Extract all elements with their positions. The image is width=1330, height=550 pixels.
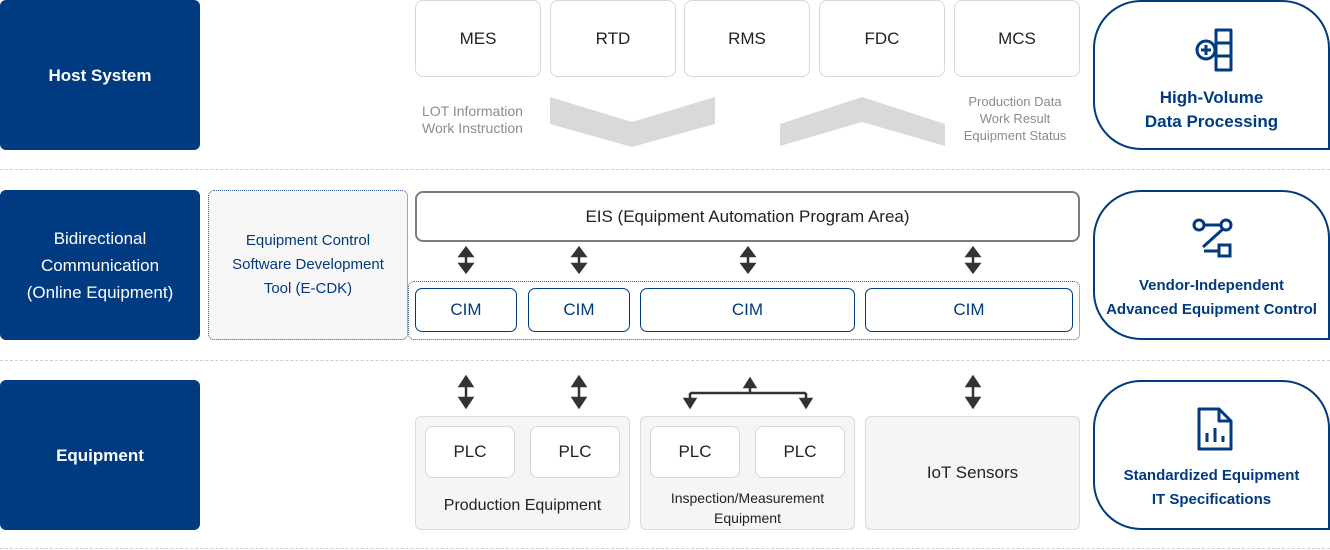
host-system-mes: MES	[415, 0, 541, 77]
bidirectional-arrow	[457, 245, 475, 275]
layer-host-label: Host System	[48, 65, 152, 85]
host-system-label: FDC	[864, 28, 900, 48]
ecdk-tool-box: Equipment Control Software Development T…	[208, 190, 408, 340]
inspection-equipment-label: Inspection/Measurement Equipment	[670, 490, 825, 526]
eis-program-area: EIS (Equipment Automation Program Area)	[415, 191, 1080, 242]
host-system-rtd: RTD	[550, 0, 676, 77]
cim-box: CIM	[528, 288, 630, 332]
cim-label: CIM	[563, 300, 595, 319]
plc-box: PLC	[530, 426, 620, 478]
host-system-fdc: FDC	[819, 0, 945, 77]
downstream-flow-label: LOT Information Work Instruction	[422, 103, 523, 136]
bidirectional-arrow	[964, 374, 982, 410]
host-system-rms: RMS	[684, 0, 810, 77]
plc-label: PLC	[558, 442, 592, 461]
layer-divider	[0, 360, 1330, 361]
data-processing-icon	[1195, 28, 1233, 72]
feature-standardized-specs: Standardized Equipment IT Specifications	[1093, 380, 1330, 530]
plc-box: PLC	[425, 426, 515, 478]
host-system-label: RTD	[595, 28, 631, 48]
ecdk-tool-label: Equipment Control Software Development T…	[232, 232, 384, 297]
feature-label: Standardized Equipment IT Specifications	[1123, 467, 1300, 508]
bidirectional-arrow	[457, 374, 475, 410]
plc-box: PLC	[755, 426, 845, 478]
iot-sensors-label: IoT Sensors	[926, 463, 1019, 482]
layer-bidirectional: Bidirectional Communication (Online Equi…	[0, 190, 200, 340]
layer-bidirectional-label: Bidirectional Communication (Online Equi…	[26, 228, 174, 302]
feature-label: Vendor-Independent Advanced Equipment Co…	[1106, 277, 1317, 318]
branch-arrow	[682, 376, 814, 410]
bidirectional-arrow	[964, 245, 982, 275]
cim-label: CIM	[731, 300, 764, 319]
host-system-label: MCS	[998, 28, 1036, 48]
plc-label: PLC	[453, 442, 487, 461]
layer-divider	[0, 169, 1330, 170]
eis-label: EIS (Equipment Automation Program Area)	[585, 206, 910, 226]
cim-label: CIM	[450, 300, 482, 319]
downstream-chevron	[550, 97, 715, 147]
host-system-mcs: MCS	[954, 0, 1080, 77]
bidirectional-arrow	[739, 245, 757, 275]
cim-box: CIM	[415, 288, 517, 332]
layer-equipment-label: Equipment	[56, 445, 144, 465]
upstream-flow-label: Production Data Work Result Equipment St…	[963, 94, 1067, 143]
plc-box: PLC	[650, 426, 740, 478]
upstream-chevron	[780, 97, 945, 146]
cim-box: CIM	[865, 288, 1073, 332]
layer-divider	[0, 548, 1330, 549]
plc-label: PLC	[783, 442, 817, 461]
cim-box: CIM	[640, 288, 855, 332]
feature-label: High-Volume Data Processing	[1144, 88, 1279, 131]
host-system-label: RMS	[728, 28, 766, 48]
bidirectional-arrow	[570, 374, 588, 410]
plc-label: PLC	[678, 442, 712, 461]
iot-sensors-box: IoT Sensors	[865, 416, 1080, 530]
layer-equipment: Equipment	[0, 380, 200, 530]
feature-vendor-independent: Vendor-Independent Advanced Equipment Co…	[1093, 190, 1330, 340]
host-system-label: MES	[459, 28, 497, 48]
feature-high-volume: High-Volume Data Processing	[1093, 0, 1330, 150]
spec-document-icon	[1197, 407, 1233, 451]
bidirectional-arrow	[570, 245, 588, 275]
cim-label: CIM	[953, 300, 985, 319]
workflow-control-icon	[1192, 218, 1233, 258]
layer-host-system: Host System	[0, 0, 200, 150]
production-equipment-label: Production Equipment	[443, 497, 602, 514]
